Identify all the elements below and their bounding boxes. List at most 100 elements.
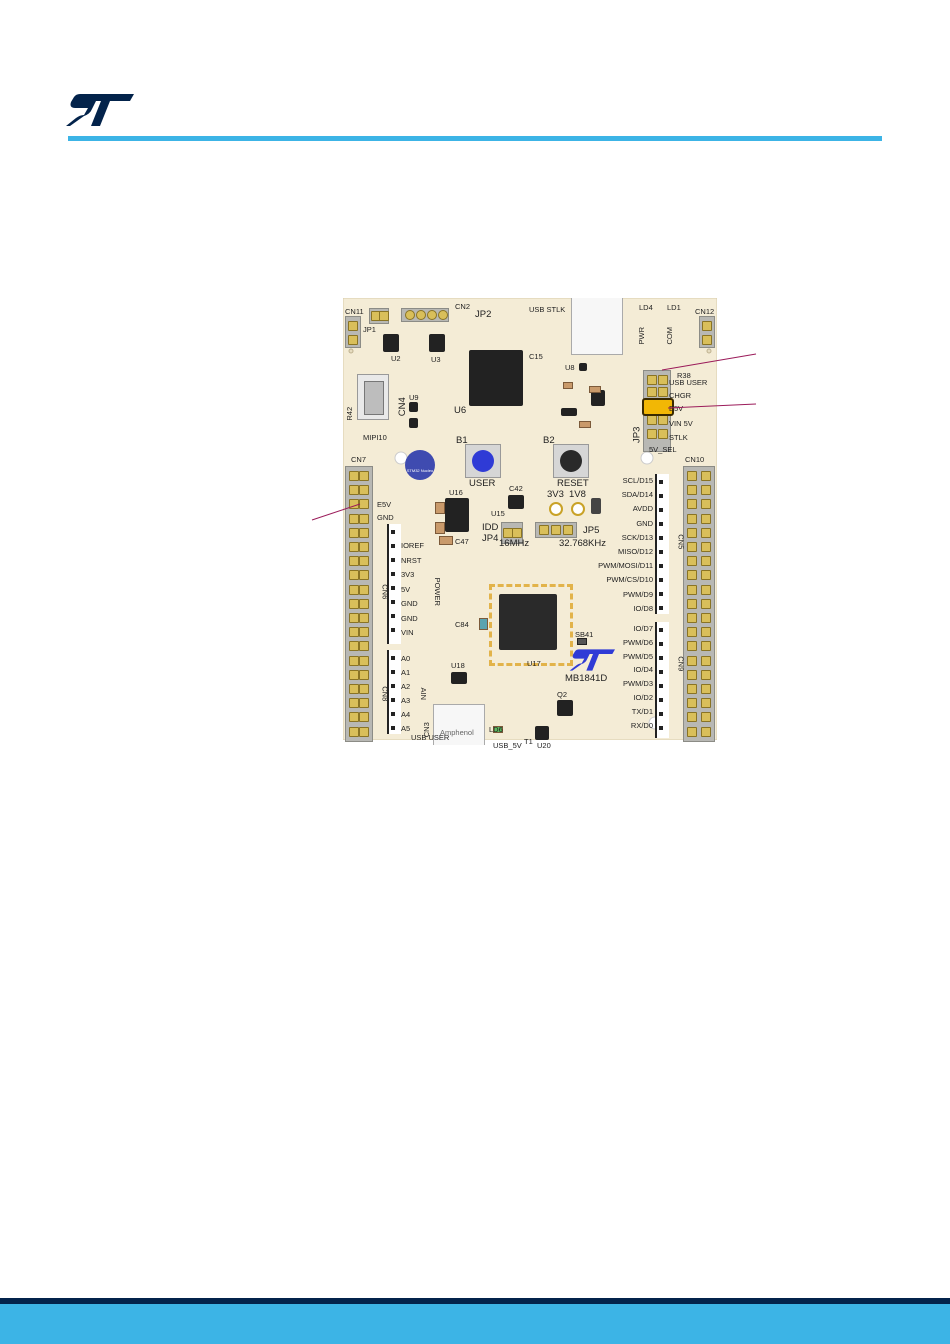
cn5-pin-8: PWM/CS/D10 (606, 575, 653, 585)
v3v3-label: 3V3 (547, 489, 564, 500)
reset-button-label: RESET (557, 478, 589, 489)
cn9-pin-5: PWM/D3 (623, 679, 653, 689)
u20-chip (535, 726, 549, 740)
cn10-header[interactable] (683, 466, 715, 742)
cn12-header[interactable] (699, 316, 715, 348)
jp3-chgr-label: CHGR (669, 391, 692, 400)
pwr-label: PWR (637, 327, 646, 345)
c45-cap (435, 502, 445, 514)
jp5-header[interactable] (535, 522, 577, 538)
c28-cap (563, 382, 573, 389)
jp1-label: JP1 (363, 325, 376, 334)
cn7-header-pin (359, 698, 369, 709)
tp-1v8[interactable] (571, 502, 585, 516)
cn7-header-pin (359, 641, 369, 652)
jp1-header[interactable] (369, 308, 389, 324)
jp3-vin5v-label: VIN 5V (669, 419, 693, 428)
cn10-header-pin (687, 627, 697, 638)
strip-pin-dot (659, 564, 663, 568)
cn8-ain-label: AIN (419, 687, 429, 701)
cn7-header-pin (359, 726, 369, 737)
user-button-cap[interactable] (472, 450, 494, 472)
u3-chip (429, 334, 445, 352)
st-logo-icon (66, 94, 134, 126)
cn6-power-strip[interactable] (387, 524, 401, 644)
cn10-header-pin (701, 698, 711, 709)
nucleo-badge-label: STM32 Nucleo (406, 468, 434, 473)
cn6-pin-4: 5V (401, 584, 411, 594)
c38-cap (579, 421, 591, 428)
mipi10-connector[interactable] (357, 374, 389, 420)
cn7-header-pin (349, 641, 359, 652)
cn7-header-pin (349, 570, 359, 581)
cn2-header[interactable] (401, 308, 449, 322)
usb-stlk-label: USB STLK (529, 305, 566, 314)
cn10-header-pin (701, 570, 711, 581)
u6-chip (469, 350, 523, 406)
cn9-strip[interactable] (655, 622, 669, 738)
cn5-label: CN5 (676, 534, 686, 550)
strip-pin-dot (391, 628, 395, 632)
cn5-pin-6: MISO/D12 (617, 547, 653, 556)
cn8-pin-4: A3 (401, 696, 411, 705)
jp4-idd-header[interactable] (501, 522, 523, 544)
cn7-header-pin (349, 669, 359, 680)
cn7-header-pin (359, 556, 369, 567)
strip-pin-dot (391, 698, 395, 702)
reset-button[interactable] (553, 444, 589, 478)
cn7-header-pin (359, 471, 369, 481)
cn5-pin-5: SCK/D13 (621, 532, 653, 542)
cn10-header-pin (701, 655, 711, 666)
cn5-pin-7: PWM/MOSI/D11 (598, 561, 653, 571)
cn10-header-pin (687, 698, 697, 709)
c47-label: C47 (455, 537, 469, 546)
cn8-label: CN8 (380, 686, 390, 702)
cn10-header-pin (687, 655, 697, 666)
cn10-header-pin (687, 570, 697, 581)
l1-inductor (591, 390, 605, 406)
cn10-header-pin (701, 598, 711, 609)
cn10-header-pin (687, 527, 697, 538)
cn6-pin-3: 3V3 (401, 570, 415, 579)
cn8-ain-strip[interactable] (387, 650, 401, 734)
cn6-pin-1: IOREF (401, 541, 424, 550)
jp3-5v-sel-label: 5V_SEL (649, 445, 677, 454)
strip-pin-dot (391, 726, 395, 730)
usb-stlk-connector[interactable] (571, 298, 623, 355)
callout-leaders (311, 353, 757, 521)
user-button[interactable] (465, 444, 501, 478)
cn7-header-pin (359, 627, 369, 638)
usb-user-connector[interactable]: Amphenol (433, 704, 485, 745)
q1-transistor (591, 498, 601, 514)
sb41-bridge[interactable] (577, 638, 587, 645)
u2-chip (383, 334, 399, 352)
jp3-usb-user-label: USB USER (669, 378, 708, 387)
cn10-header-pin (701, 613, 711, 623)
cn2-label: CN2 (455, 302, 471, 311)
cn5-strip[interactable] (655, 474, 669, 614)
cn7-e5v-label: E5V (377, 500, 392, 509)
strip-pin-dot (659, 712, 663, 716)
jp2-label: JP2 (475, 309, 492, 320)
reset-button-cap[interactable] (560, 450, 582, 472)
cn7-header-pin (359, 527, 369, 538)
jp3-jumper-cap[interactable] (642, 398, 674, 416)
cn10-header-pin (687, 669, 697, 680)
b1-label: B1 (456, 435, 468, 446)
cn10-header-pin (687, 684, 697, 694)
cn7-header-pin (349, 627, 359, 638)
cn10-header-pin (701, 513, 711, 524)
strip-pin-dot (659, 628, 663, 632)
q2-label: Q2 (557, 690, 568, 699)
cn5-pin-1: SCL/D15 (622, 476, 653, 485)
board-id-label: MB1841D (565, 673, 608, 684)
u17-mcu (499, 594, 557, 650)
strip-pin-dot (659, 670, 663, 674)
tp-3v3[interactable] (549, 502, 563, 516)
u8-label: U8 (565, 363, 575, 372)
cn7-header[interactable] (345, 466, 373, 742)
header-rule (68, 136, 882, 141)
cn7-header-pin (349, 726, 359, 737)
cn11-header[interactable] (345, 316, 361, 348)
cn7-header-pin (349, 655, 359, 666)
